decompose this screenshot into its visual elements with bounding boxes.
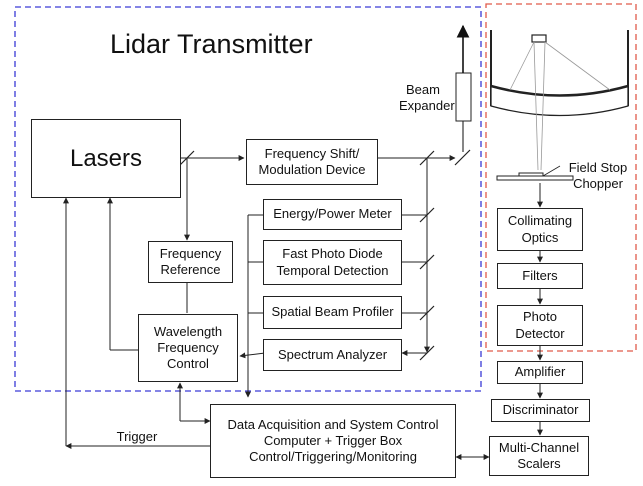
telescope-icon (490, 30, 629, 171)
beam-expander-icon (455, 24, 472, 152)
beam-expander-label: Beam Expander (399, 82, 455, 113)
lasers-box: Lasers (31, 119, 181, 198)
beam-profiler-box: Spatial Beam Profiler (263, 296, 402, 329)
spectrum-analyzer-box: Spectrum Analyzer (263, 339, 402, 371)
discriminator-box: Discriminator (491, 399, 590, 422)
frequency-reference-box: Frequency Reference (148, 241, 233, 283)
field-stop-chopper-label: Field Stop Chopper (568, 160, 628, 191)
trigger-label: Trigger (116, 429, 158, 444)
photo-detector-box: Photo Detector (497, 305, 583, 346)
receiver-region (485, 3, 637, 352)
daq-control-box: Data Acquisition and System Control Comp… (210, 404, 456, 478)
wavelength-control-box: Wavelength Frequency Control (138, 314, 238, 382)
frequency-shift-box: Frequency Shift/ Modulation Device (246, 139, 378, 185)
transmitter-title: Lidar Transmitter (110, 29, 313, 59)
beam-splitters (179, 149, 471, 361)
photodiode-box: Fast Photo Diode Temporal Detection (263, 240, 402, 285)
connection-lines (63, 155, 543, 460)
multichannel-scalers-box: Multi-Channel Scalers (489, 436, 589, 476)
energy-meter-box: Energy/Power Meter (263, 199, 402, 230)
collimating-optics-box: Collimating Optics (497, 208, 583, 251)
filters-box: Filters (497, 263, 583, 289)
field-stop-chopper-icon (496, 165, 574, 181)
amplifier-box: Amplifier (497, 361, 583, 384)
